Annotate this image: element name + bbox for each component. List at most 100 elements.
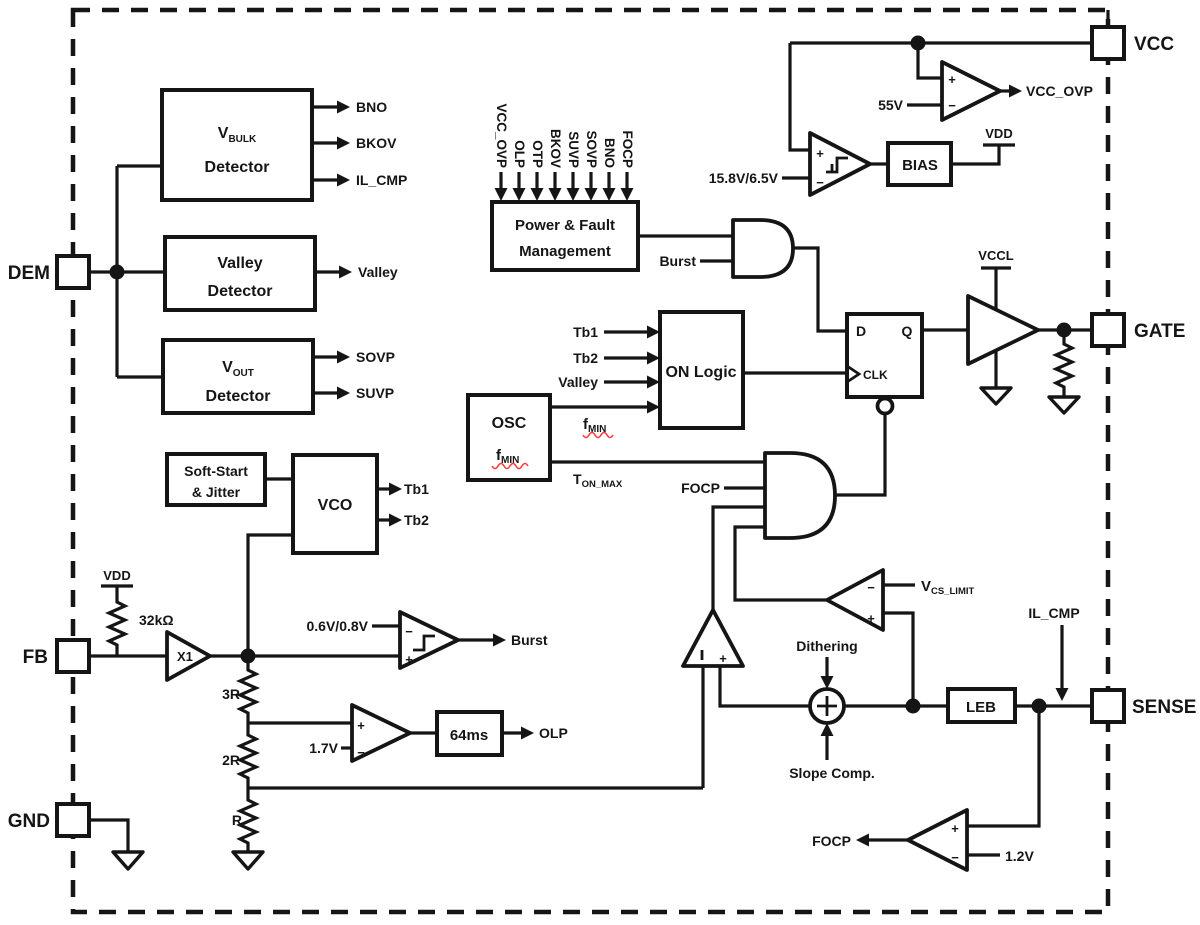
uvlo-comparator <box>808 131 872 197</box>
olp-minus: − <box>357 745 365 760</box>
valley-out-label: Valley <box>358 264 398 280</box>
x1-label: X1 <box>177 649 193 664</box>
tb2-label: Tb2 <box>404 512 429 528</box>
gate-resistor-ground <box>1047 395 1081 415</box>
pfm-input-labels: VCC_OVP OLP OTP BKOV SUVP SOVP BNO FOCP <box>494 103 635 168</box>
gate-pin <box>1090 312 1126 348</box>
sense-pin <box>1090 688 1126 724</box>
gnd-pin <box>55 802 91 838</box>
vout-detector-label2: Detector <box>206 388 271 405</box>
spellcheck-underline <box>491 462 529 470</box>
vcs-minus: − <box>867 580 875 595</box>
focp-gate-input-label: FOCP <box>681 480 720 496</box>
dem-pin-label: DEM <box>8 263 50 284</box>
ff-clk-label: CLK <box>863 368 888 382</box>
fb-pullup-resistor <box>105 586 129 656</box>
power-fault-section: Power & Fault Management VCC_OVP OLP OTP… <box>490 103 847 333</box>
vccl-label: VCCL <box>978 248 1013 263</box>
divider-ground <box>231 850 265 871</box>
gnd-ground <box>111 850 145 871</box>
r3-label: 3R <box>222 686 240 702</box>
chip-boundary <box>70 7 1111 915</box>
pfm-in-sovp: SOVP <box>584 130 599 168</box>
focp-minus: − <box>951 850 959 865</box>
pfm-in-vcc-ovp: VCC_OVP <box>494 103 509 168</box>
gate-driver-section: VCCL <box>922 248 1092 415</box>
pwm-reset-section: FOCP + − + VCS_LIMIT <box>681 414 974 788</box>
burst-plus: + <box>405 652 413 667</box>
sense-path-section: Dithering Slope Comp. LEB IL_CMP + − 1.2… <box>789 605 1092 872</box>
suvp-arrow <box>337 386 350 400</box>
sovp-arrow <box>337 350 350 364</box>
vcc-ovp-out-arrow <box>1009 84 1022 98</box>
onlogic-tb1-label: Tb1 <box>573 324 598 340</box>
bno-label: BNO <box>356 99 387 115</box>
ton-max-label: TON_MAX <box>573 471 623 490</box>
vdd-bias-label: VDD <box>985 126 1012 141</box>
x1-buffer <box>165 630 212 682</box>
driver-ground <box>979 386 1013 406</box>
il-cmp-label: IL_CMP <box>356 172 407 188</box>
focp-out-arrow <box>856 833 869 847</box>
uvlo-minus: − <box>816 175 824 190</box>
fmin-wire-label: fMIN <box>583 416 606 435</box>
focp-plus: + <box>951 821 959 836</box>
pfm-in-otp: OTP <box>530 140 545 168</box>
vcc-ovp-out-label: VCC_OVP <box>1026 83 1093 99</box>
bias-label: BIAS <box>902 157 938 174</box>
vco-label: VCO <box>318 497 353 514</box>
vbulk-detector-label: VBULK <box>218 125 257 145</box>
leb-label: LEB <box>966 699 996 716</box>
dem-junction-dot <box>109 264 125 280</box>
gnd-pin-label: GND <box>8 811 50 832</box>
slope-comp-arrow <box>820 723 834 736</box>
suvp-label: SUVP <box>356 385 394 401</box>
vcc-ovp-comparator <box>940 60 1002 122</box>
dem-detector-section: VBULK Detector BNO BKOV IL_CMP Valley De… <box>89 88 407 415</box>
vcc-pin-label: VCC <box>1134 34 1174 55</box>
gnd-section <box>89 818 145 871</box>
pins: DEM FB GND VCC GATE SENSE <box>8 25 1196 838</box>
vcc-ovp-minus: − <box>948 98 956 113</box>
bias-block <box>886 141 953 187</box>
uvlo-ref-label: 15.8V/6.5V <box>709 170 779 186</box>
vdd-fb-label: VDD <box>103 568 130 583</box>
vcs-limit-comparator <box>825 568 885 632</box>
gate-driver-buffer <box>966 294 1040 366</box>
burst-minus: − <box>405 624 413 639</box>
fb-network-section: VDD 32kΩ X1 0.6V/0.8V − + Burst 3R 2R R … <box>89 568 703 871</box>
burst-ref-label: 0.6V/0.8V <box>307 618 369 634</box>
valley-out-arrow <box>339 265 352 279</box>
vcc-bias-section: + − 55V VCC_OVP + − 15.8V/6.5V BIAS VDD <box>709 10 1110 197</box>
power-fault-block <box>490 200 640 272</box>
valley-detector-label2: Detector <box>208 283 273 300</box>
burst-out-label: Burst <box>511 632 548 648</box>
tb1-label: Tb1 <box>404 481 429 497</box>
sovp-label: SOVP <box>356 349 395 365</box>
pfm-in-bno: BNO <box>602 138 617 168</box>
pfm-in-focp: FOCP <box>620 130 635 168</box>
r2-label: 2R <box>222 752 240 768</box>
divider-resistor-2r <box>236 723 260 788</box>
reset-and-gate <box>763 451 837 540</box>
pfm-in-suvp: SUVP <box>566 131 581 168</box>
divider-resistor-3r <box>236 663 260 723</box>
dithering-arrow <box>820 676 834 689</box>
vbulk-detector-label2: Detector <box>205 159 270 176</box>
valley-detector-label: Valley <box>217 255 262 272</box>
pfm-input-arrows <box>494 172 634 201</box>
vcc-pin <box>1090 25 1126 61</box>
on-logic-block <box>658 310 745 430</box>
sense-pin-label: SENSE <box>1132 697 1196 718</box>
r1-label: R <box>232 812 242 828</box>
fb-junction-dot <box>240 648 256 664</box>
uvlo-plus: + <box>816 146 824 161</box>
spellcheck-underline-2 <box>582 431 614 439</box>
dithering-label: Dithering <box>796 638 857 654</box>
tb1-arrow <box>389 482 402 496</box>
vout-detector-label: VOUT <box>222 359 254 379</box>
power-fault-label: Power & Fault <box>515 217 615 234</box>
power-fault-label2: Management <box>519 243 611 260</box>
onlogic-tb2-label: Tb2 <box>573 350 598 366</box>
